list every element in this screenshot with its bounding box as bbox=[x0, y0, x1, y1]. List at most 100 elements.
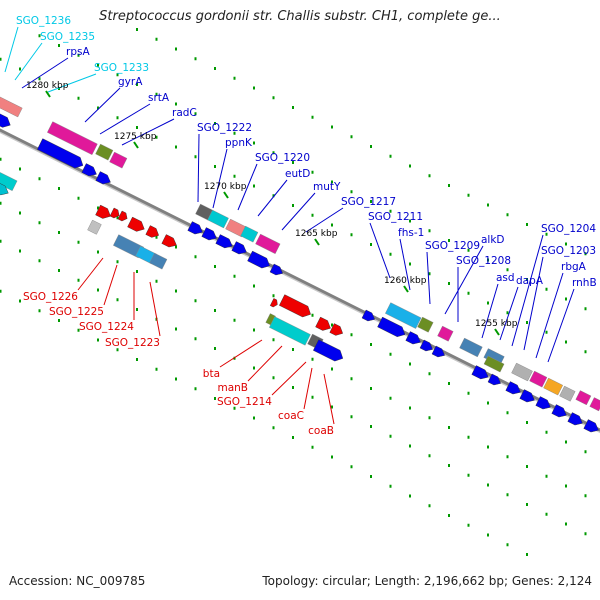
tick-dot bbox=[214, 165, 216, 168]
tick-dot bbox=[370, 343, 372, 346]
tick-dot bbox=[428, 229, 431, 233]
tick-dot bbox=[545, 330, 548, 334]
label-leader-line bbox=[323, 373, 335, 425]
tick-dot bbox=[448, 282, 450, 285]
feature-block bbox=[255, 233, 281, 255]
tick-dot bbox=[214, 347, 216, 350]
tick-dot bbox=[565, 522, 567, 526]
gene-arrow bbox=[519, 389, 535, 403]
feature-block bbox=[269, 316, 311, 346]
gene-label: coaC bbox=[278, 410, 304, 422]
tick-dot bbox=[565, 340, 567, 344]
feature-block bbox=[543, 377, 564, 396]
gene-label: mutY bbox=[313, 181, 341, 193]
tick-dot bbox=[253, 86, 255, 90]
label-leader-line bbox=[444, 245, 484, 315]
tick-dot bbox=[467, 523, 470, 527]
tick-dot bbox=[233, 274, 236, 278]
tick-dot bbox=[136, 126, 138, 129]
gene-arrow bbox=[187, 221, 203, 235]
label-leader-line bbox=[426, 251, 431, 305]
tick-dot bbox=[194, 255, 197, 259]
tick-dot bbox=[175, 245, 177, 249]
tick-dot bbox=[565, 297, 567, 301]
tick-dot bbox=[350, 465, 353, 469]
tick-dot bbox=[370, 243, 372, 246]
tick-dot bbox=[370, 145, 372, 148]
label-leader-line bbox=[103, 264, 118, 306]
tick-dot bbox=[331, 367, 333, 371]
label-leader-line bbox=[121, 118, 175, 146]
feature-block bbox=[240, 225, 259, 243]
feature-block bbox=[417, 316, 434, 333]
kbp-tick-mark bbox=[133, 141, 139, 149]
gene-label: SGO_1233 bbox=[94, 62, 149, 74]
label-leader-line bbox=[535, 272, 564, 359]
feature-block bbox=[589, 397, 600, 412]
feature-block bbox=[109, 151, 128, 169]
tick-dot bbox=[409, 362, 411, 366]
tick-dot bbox=[58, 269, 60, 272]
tick-dot bbox=[214, 397, 216, 400]
map-title: Streptococcus gordonii str. Challis subs… bbox=[99, 9, 501, 24]
label-leader-line bbox=[481, 283, 499, 339]
feature-block bbox=[575, 390, 592, 406]
tick-dot bbox=[526, 321, 528, 324]
tick-dot bbox=[97, 250, 99, 254]
gene-arrow bbox=[279, 294, 311, 318]
feature-block bbox=[87, 219, 102, 235]
gene-labels: SGO_1236SGO_1235rpsASGO_1233gyrAsrtAradC… bbox=[16, 15, 597, 437]
gene-label: alkD bbox=[481, 234, 505, 246]
label-leader-line bbox=[271, 361, 307, 396]
label-leader-line bbox=[149, 281, 161, 337]
tick-dot bbox=[19, 167, 21, 171]
tick-dot bbox=[292, 436, 294, 439]
tick-dot bbox=[389, 396, 392, 400]
tick-dot bbox=[428, 174, 431, 178]
tick-dot bbox=[545, 474, 548, 478]
gene-arrow bbox=[487, 373, 502, 386]
tick-dot bbox=[175, 327, 177, 331]
gene-arrow bbox=[95, 171, 111, 185]
gene-label: SGO_1225 bbox=[49, 306, 104, 318]
tick-dot bbox=[0, 57, 2, 61]
tick-dot bbox=[389, 252, 392, 256]
feature-block bbox=[95, 143, 114, 161]
label-leader-line bbox=[47, 73, 97, 93]
tick-dot bbox=[331, 180, 333, 184]
tick-dot bbox=[253, 416, 255, 420]
tick-dot bbox=[272, 376, 275, 380]
tick-dot bbox=[97, 106, 99, 110]
tick-dot bbox=[545, 430, 548, 434]
tick-dot bbox=[136, 270, 138, 273]
label-leader-line bbox=[257, 179, 288, 217]
feature-block bbox=[207, 209, 229, 229]
tick-dot bbox=[565, 242, 567, 246]
gene-arrow bbox=[269, 298, 278, 308]
gene-arrow bbox=[567, 412, 583, 426]
tick-dot bbox=[116, 298, 119, 302]
label-leader-line bbox=[77, 257, 104, 291]
tick-dot bbox=[448, 382, 450, 385]
gene-label: SGO_1209 bbox=[425, 240, 480, 252]
tick-dot bbox=[175, 377, 177, 381]
tick-dot bbox=[136, 28, 138, 31]
gene-arrow bbox=[583, 419, 599, 433]
gene-label: SGO_1208 bbox=[456, 255, 511, 267]
tick-dot bbox=[253, 141, 255, 145]
tick-dot bbox=[38, 309, 41, 313]
gene-label: SGO_1226 bbox=[23, 291, 78, 303]
tick-dot bbox=[311, 395, 314, 399]
gene-arrow bbox=[315, 316, 331, 331]
tick-dot bbox=[526, 503, 528, 506]
tick-dot bbox=[38, 259, 41, 263]
tick-dot bbox=[370, 387, 372, 390]
tick-dot bbox=[214, 309, 216, 312]
gene-arrow bbox=[419, 339, 434, 352]
tick-dot bbox=[584, 450, 587, 454]
genome-axis bbox=[0, 128, 600, 434]
label-leader-line bbox=[369, 222, 391, 279]
gene-label: bta bbox=[203, 368, 220, 380]
tick-dot bbox=[428, 416, 431, 420]
